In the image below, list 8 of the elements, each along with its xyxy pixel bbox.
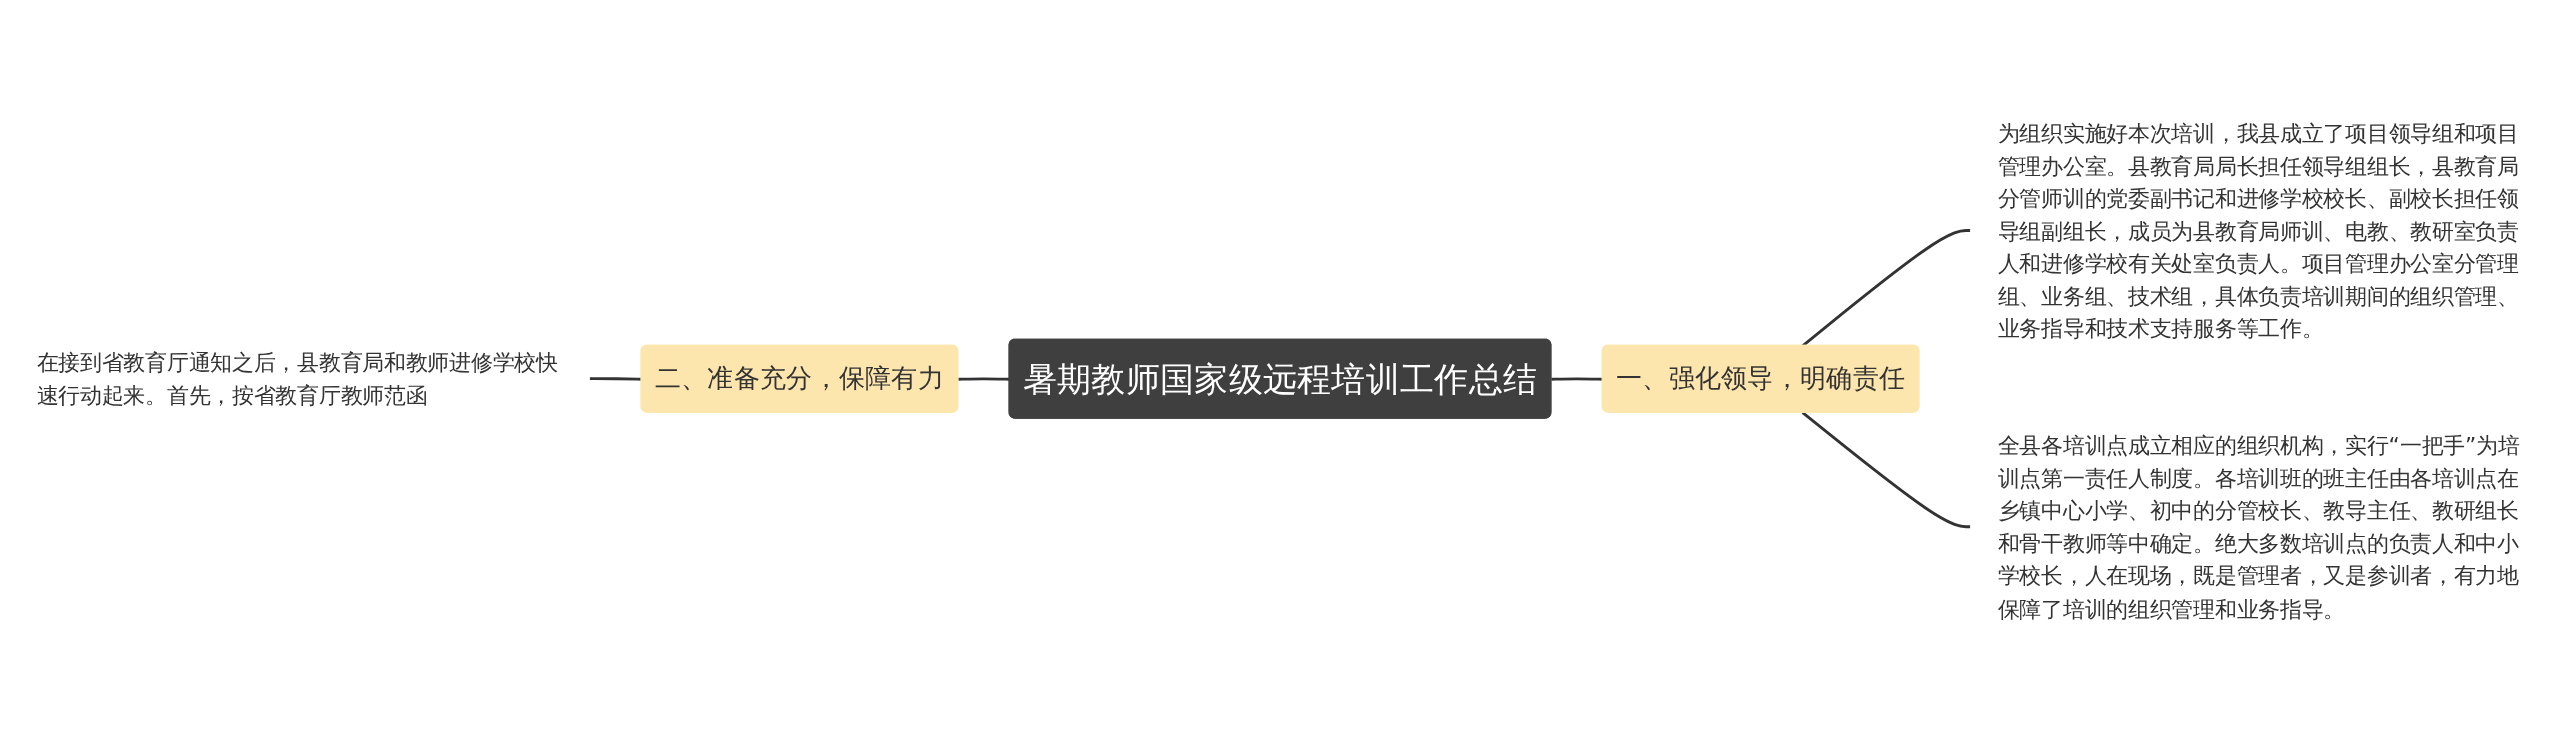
connector — [1551, 377, 1603, 381]
node-text: 为组织实施好本次培训，我县成立了项目领导组和项目管理办公室。县教育局局长担任领导组组长，县教育局分管师训的党委副书记和进修学校校长、副校长担任领导组副组长，成员为县教育局师训、电教、教研室负责人和进修学校有关处室负责人。项目管理办公室分管理组、业务组、技术组，具体负责培训期间的组织管理、业务指导和技术支持服务等工作。 — [1997, 119, 2519, 341]
connector — [1801, 411, 1971, 529]
node-text: 在接到省教育厅通知之后，县教育局和教师进修学校快速行动起来。首先，按省教育厅教师范函 — [36, 349, 558, 408]
node-text: 全县各培训点成立相应的组织机构，实行“一把手”为培训点第一责任人制度。各培训班的班主任由各培训点在乡镇中心小学、初中的分管校长、教导主任、教研组长和骨干教师等中确定。绝大多数培训点的负责人和中小学校长，人在现场，既是管理者，又是参训者，有力地保障了培训的组织管理和业务指导。 — [1997, 432, 2520, 621]
connector — [589, 377, 642, 381]
connector — [1801, 229, 1971, 347]
connector — [958, 377, 1010, 381]
